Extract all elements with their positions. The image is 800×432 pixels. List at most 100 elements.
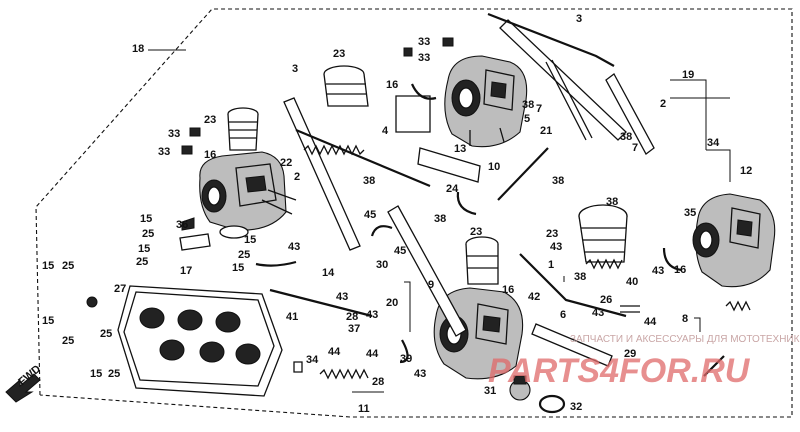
callout-45: 45 [364,209,376,221]
callout-44: 44 [366,348,379,360]
springs-and-screws [181,37,751,380]
callout-15: 15 [232,262,244,274]
small-parts [86,217,640,414]
callout-33: 33 [158,146,170,158]
callout-20: 20 [386,297,398,309]
callout-25: 25 [238,249,250,261]
callout-24: 24 [446,183,459,195]
callout-23: 23 [546,228,558,240]
callout-38: 38 [363,175,375,187]
callout-38: 38 [434,213,446,225]
fwd-direction-indicator: FWD [5,363,43,403]
callout-33: 33 [418,52,430,64]
callout-39: 39 [400,353,412,365]
carburetor-stays [283,19,655,367]
callout-38: 38 [606,196,618,208]
carburetor-right [578,193,776,288]
callout-26: 26 [600,294,612,306]
callout-43: 43 [366,309,378,321]
callout-17: 17 [180,265,192,277]
callout-35: 35 [684,207,696,219]
callout-34: 34 [707,137,720,149]
callout-34: 34 [306,354,319,366]
callout-22: 22 [280,157,292,169]
carburetor-lower [433,236,524,380]
callout-44: 44 [328,346,341,358]
callout-9: 9 [428,279,434,291]
linkage-rods [269,12,627,318]
callout-23: 23 [204,114,216,126]
callout-25: 25 [136,256,148,268]
callout-37: 37 [348,323,360,335]
callout-45: 45 [394,245,406,257]
callout-1: 1 [548,259,554,271]
callout-16: 16 [204,149,216,161]
callout-36: 36 [176,219,188,231]
callout-7: 7 [632,142,638,154]
callout-40: 40 [626,276,638,288]
callout-38: 38 [552,175,564,187]
callout-12: 12 [740,165,752,177]
watermark: ЗАПЧАСТИ И АКСЕССУАРЫ ДЛЯ МОТОТЕХНИКИ PA… [488,334,800,390]
callout-16: 16 [502,284,514,296]
callout-43: 43 [336,291,348,303]
callout-33: 33 [418,36,430,48]
callout-42: 42 [528,291,540,303]
callout-30: 30 [376,259,388,271]
callout-8: 8 [682,313,688,325]
callout-7: 7 [536,103,542,115]
callout-16: 16 [674,264,686,276]
callout-44: 44 [644,316,657,328]
callout-32: 32 [570,401,582,413]
callout-10: 10 [488,161,500,173]
callout-5: 5 [524,113,530,125]
callout-4: 4 [382,125,389,137]
part-callouts: 18 23 33 33 16 3 3 4 5 7 21 38 38 38 38 … [42,13,752,415]
hoses [255,83,725,377]
callout-14: 14 [322,267,335,279]
callout-43: 43 [652,265,664,277]
callout-25: 25 [62,335,74,347]
callout-25: 25 [62,260,74,272]
callout-43: 43 [592,307,604,319]
callout-13: 13 [454,143,466,155]
callout-15: 15 [244,234,256,246]
watermark-logo: PARTS4FOR.RU [488,352,751,390]
leader-lines [352,79,731,393]
callout-11: 11 [358,403,370,415]
callout-38: 38 [574,271,586,283]
callout-15: 15 [42,315,54,327]
callout-43: 43 [288,241,300,253]
callout-25: 25 [142,228,154,240]
callout-23: 23 [333,48,345,60]
carburetor-upper-left [199,107,297,239]
callout-43: 43 [550,241,562,253]
callout-29: 29 [624,348,636,360]
callout-3: 3 [292,63,298,75]
callout-15: 15 [138,243,150,255]
callout-25: 25 [100,328,112,340]
callout-43: 43 [414,368,426,380]
callout-15: 15 [42,260,54,272]
callout-38: 38 [522,99,534,111]
callout-16: 16 [386,79,398,91]
assembly-boundary [35,8,793,418]
callout-25: 25 [108,368,120,380]
callout-28: 28 [372,376,384,388]
callout-33: 33 [168,128,180,140]
watermark-caption: ЗАПЧАСТИ И АКСЕССУАРЫ ДЛЯ МОТОТЕХНИКИ [570,334,800,345]
callout-15: 15 [90,368,102,380]
callout-31: 31 [484,385,496,397]
carburetor-upper-middle [323,55,528,148]
callout-2: 2 [660,98,666,110]
callout-6: 6 [560,309,566,321]
callout-41: 41 [286,311,298,323]
callout-2: 2 [294,171,300,183]
callout-3: 3 [576,13,582,25]
callout-19: 19 [682,69,694,81]
callout-21: 21 [540,125,552,137]
callout-18: 18 [132,43,144,55]
callout-23: 23 [470,226,482,238]
